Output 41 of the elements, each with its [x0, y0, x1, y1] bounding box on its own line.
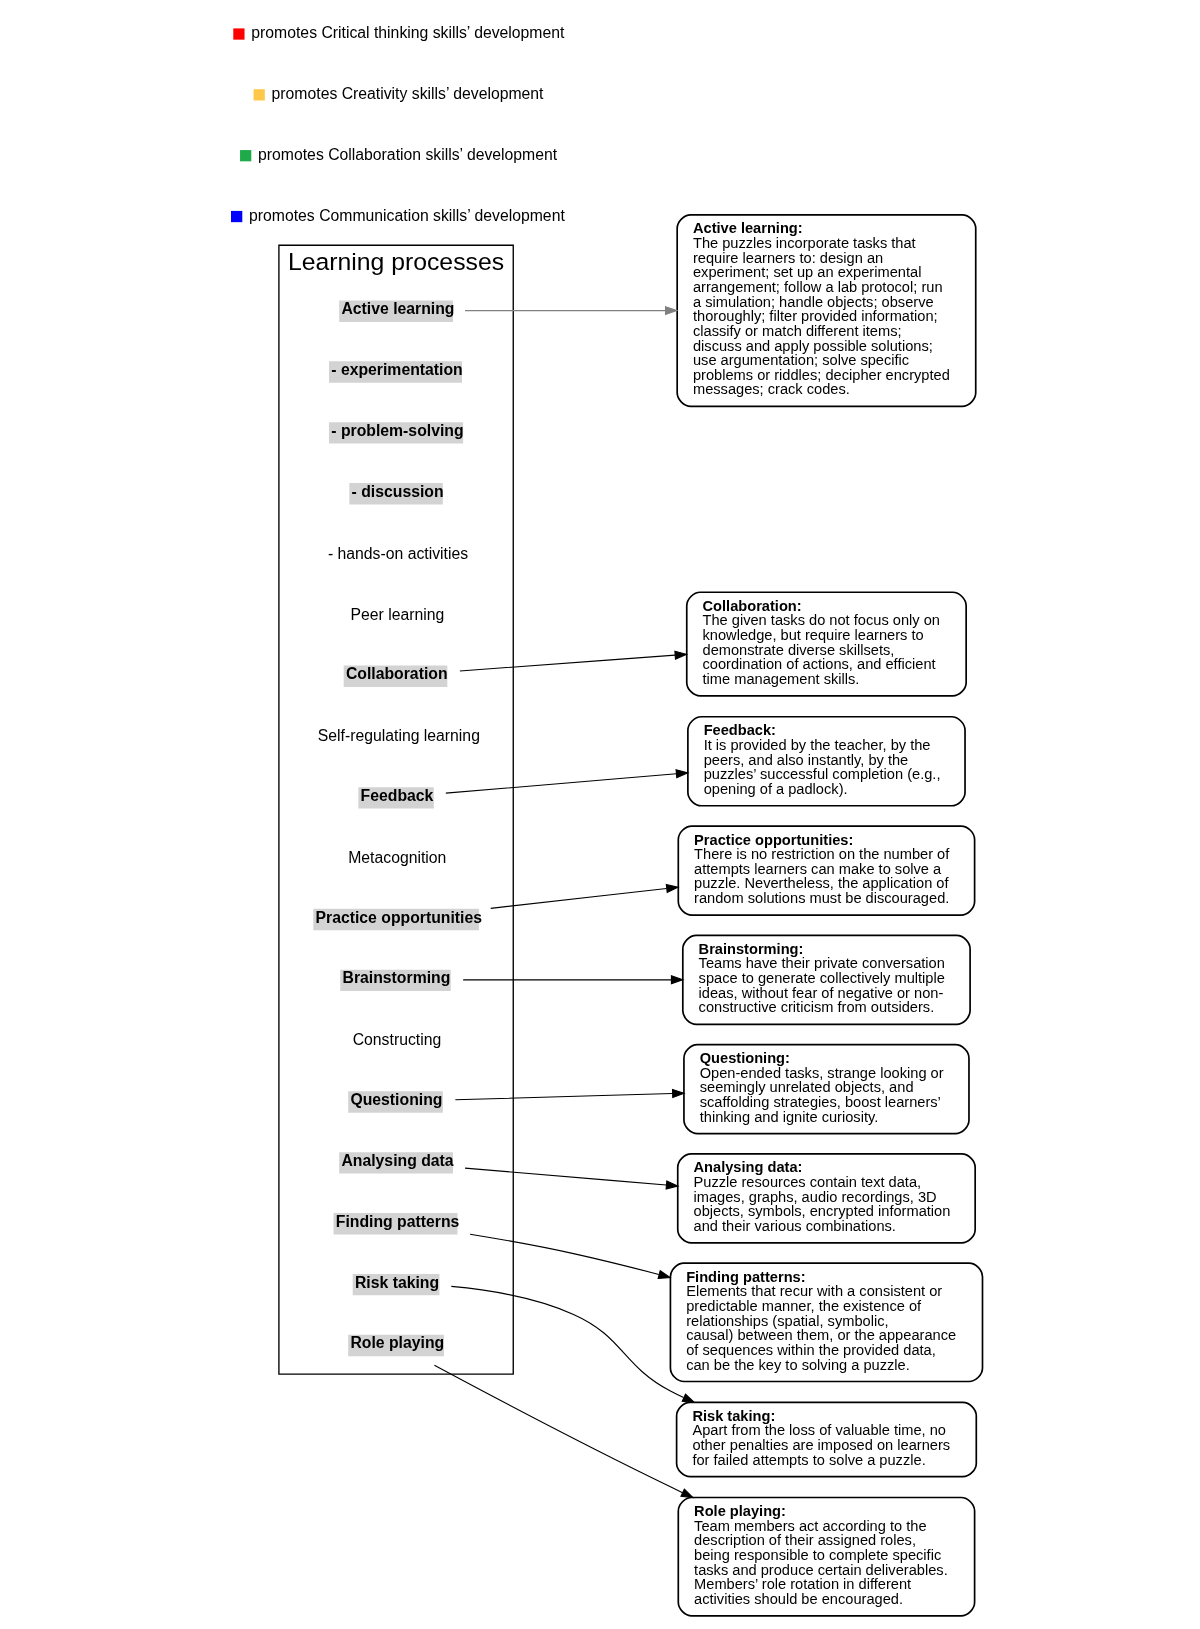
- node-box: Finding patterns: [333, 1213, 458, 1235]
- arrow: [462, 975, 685, 985]
- node-box: - experimentation: [329, 361, 462, 383]
- node-box: Brainstorming: [340, 969, 451, 992]
- node-box: Questioning: Open-ended tasks, strange looking or seemingly unrelated objects, and scaffolding strategies, boost learners’ thinking and ignite curiosity.: [683, 1043, 970, 1135]
- arrow: [464, 305, 679, 316]
- node-text: Self-regulating learning: [317, 727, 480, 745]
- arrow: [433, 1364, 695, 1499]
- node-box: Practice opportunities: There is no restriction on the number of attempts learners can make to solve a puzzle. Nevertheless, the application of random solutions must be discouraged.: [677, 825, 976, 916]
- legend-label: promotes Critical thinking skills’ development: [251, 24, 565, 42]
- arrow: [450, 1285, 696, 1403]
- node-box: Collaboration: The given tasks do not focus only on knowledge, but require learners to demonstrate diverse skillsets, coordination of actions, and efficient time management skills.: [685, 591, 967, 697]
- node-text: Peer learning: [350, 605, 445, 623]
- node-box: Analysing data: [339, 1152, 453, 1174]
- node-box: Collaboration: [343, 665, 448, 687]
- node-text: Metacognition: [348, 848, 447, 866]
- node-box: Feedback: It is provided by the teacher, by the peers, and also instantly, by the puzzles’ successful completion (e.g., opening of a padlock).: [687, 715, 966, 807]
- node-box: Active learning: [339, 300, 453, 322]
- node-box: - problem-solving: [329, 422, 464, 444]
- node-box: Risk taking: [352, 1273, 440, 1296]
- arrow: [445, 769, 690, 794]
- node-box: Feedback: [358, 787, 434, 809]
- node-box: Finding patterns: Elements that recur with a consistent or predictable manner, the existence of relationships (spatial, symbolic, causal) between them, or the appearance of sequences within the provided data, can be the key to solving a puzzle.: [669, 1262, 984, 1383]
- arrow: [490, 883, 680, 909]
- node-box: Analysing data: Puzzle resources contain text data, images, graphs, audio recordings, 3D objects, symbols, encrypted information and their various combinations.: [676, 1153, 976, 1244]
- node-box: Risk taking: Apart from the loss of valuable time, no other penalties are imposed on learners for failed attempts to solve a puzzle.: [675, 1401, 978, 1478]
- node-box: Role playing: [348, 1334, 444, 1357]
- node-box: Brainstorming: Teams have their private conversation space to generate collectively multiple ideas, without fear of negative or non-constructive criticism from outsiders.: [681, 934, 971, 1026]
- node-box: Role playing: Team members act according to the description of their assigned roles, being responsible to complete specific tasks and produce certain deliverables. Members’ role rotation in different activities should be encouraged.: [677, 1496, 976, 1617]
- legend-label: promotes Collaboration skills’ development: [258, 145, 558, 163]
- arrow: [454, 1088, 686, 1101]
- legend-label: promotes Communication skills’ development: [249, 206, 565, 224]
- arrow: [464, 1167, 680, 1190]
- node-box: Active learning: The puzzles incorporate tasks that require learners to: design an experiment; set up an experimental arrangement; follow a lab protocol; run a simulation; handle objects; observe thoroughly; filter provided information; classify or match different items; discuss and apply possible solutions; use argumentation; solve specific problems or riddles; decipher encrypted messages; crack codes.: [676, 214, 977, 408]
- node-text: Constructing: [352, 1031, 442, 1049]
- arrow: [469, 1233, 672, 1279]
- legend-label: promotes Creativity skills’ development: [271, 85, 544, 103]
- node-text: - hands-on activities: [327, 544, 469, 562]
- node-box: - discussion: [349, 483, 443, 505]
- arrow: [459, 650, 689, 672]
- node-box: Questioning: [348, 1091, 443, 1113]
